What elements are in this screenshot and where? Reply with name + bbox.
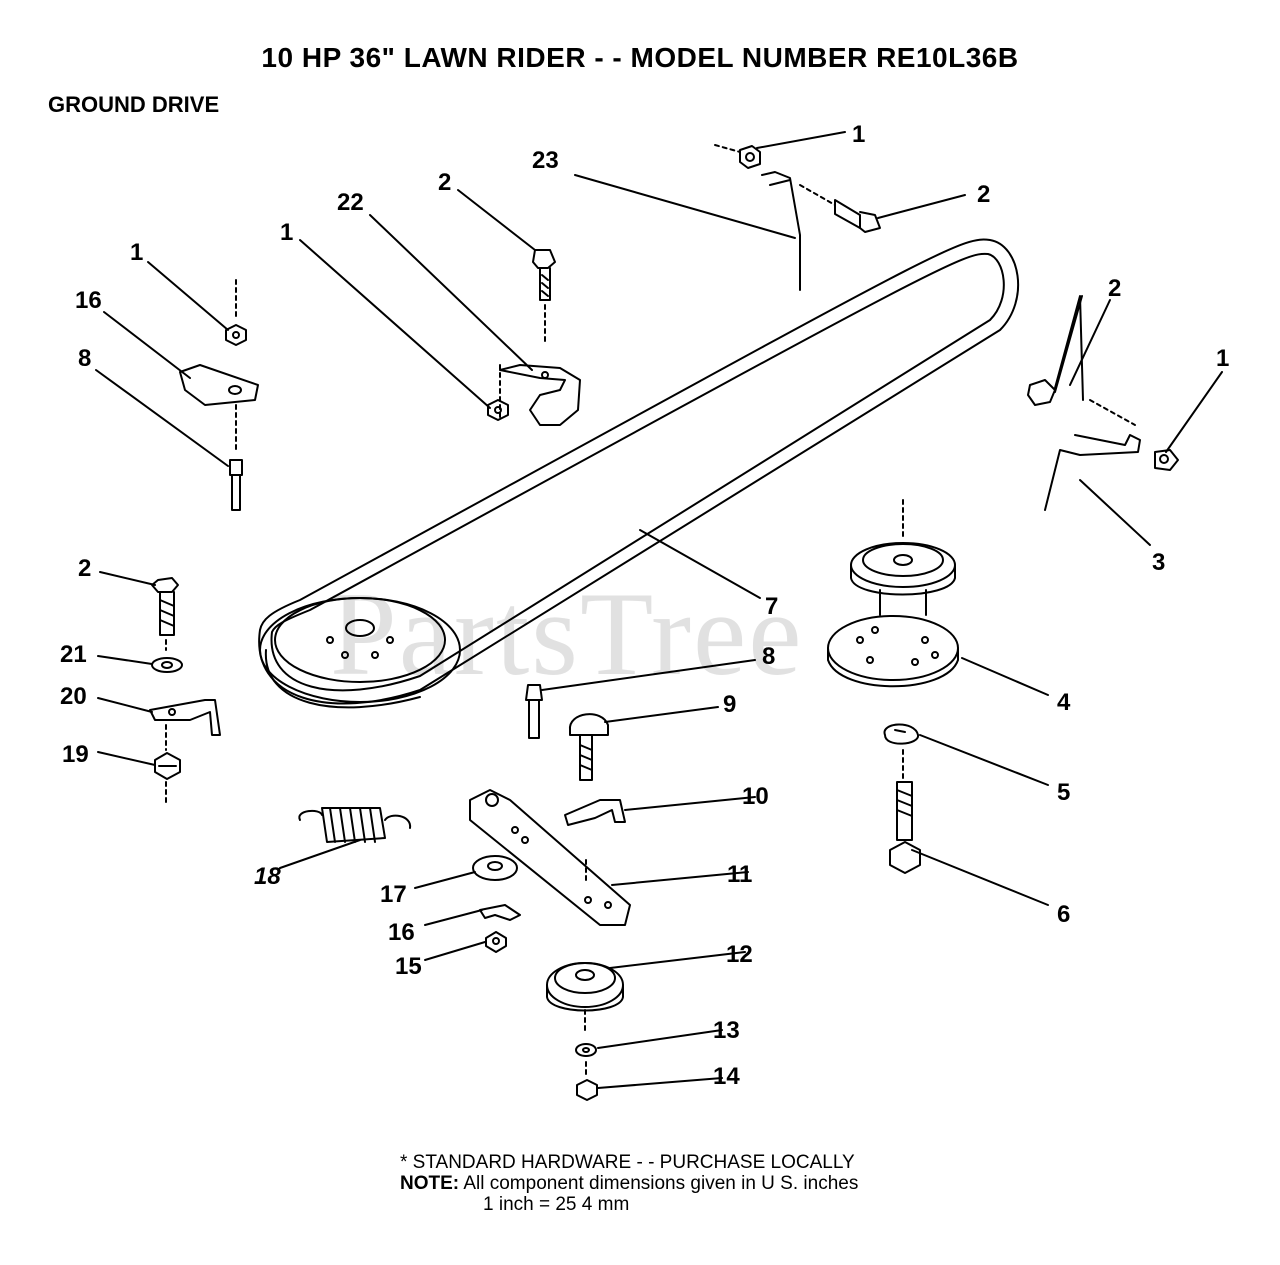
callout-5: 5 [1057, 779, 1070, 806]
idler-pulley [546, 962, 624, 1101]
callout-14: 14 [713, 1063, 740, 1090]
leader-lines [95, 131, 1223, 1089]
note-text: All component dimensions given in U S. i… [463, 1173, 859, 1194]
callout-21: 21 [60, 641, 87, 668]
callout-11: 11 [727, 861, 752, 888]
engine-pulley [827, 499, 959, 874]
dimension-note: NOTE: All component dimensions given in … [400, 1173, 858, 1194]
diagram-title: 10 HP 36" LAWN RIDER - - MODEL NUMBER RE… [261, 42, 1019, 73]
footer-notes: * STANDARD HARDWARE - - PURCHASE LOCALLY… [400, 1152, 858, 1215]
callout-2: 2 [1108, 275, 1121, 302]
belt-guide-top-right [714, 144, 881, 291]
callout-8: 8 [762, 643, 775, 670]
callout-18: 18 [254, 863, 281, 890]
belt-guide-right [1027, 295, 1179, 511]
callout-22: 22 [337, 189, 364, 216]
callout-7: 7 [765, 593, 778, 620]
callout-1: 1 [1216, 345, 1229, 372]
callout-16: 16 [75, 287, 102, 314]
callout-13: 13 [713, 1017, 740, 1044]
callout-17: 17 [380, 881, 407, 908]
belt-guide-left [179, 279, 259, 511]
callout-1: 1 [280, 219, 293, 246]
transaxle-pulley [259, 597, 461, 703]
callout-labels: 1 23 2 2 22 1 1 16 8 2 1 3 7 2 21 20 19 … [60, 121, 1229, 1090]
note-label: NOTE: [400, 1173, 460, 1194]
callout-2: 2 [438, 169, 451, 196]
callout-23: 23 [532, 147, 559, 174]
callout-8: 8 [78, 345, 91, 372]
belt-guide-bracket [487, 249, 581, 426]
callout-15: 15 [395, 953, 422, 980]
callout-2: 2 [78, 555, 91, 582]
callout-19: 19 [62, 741, 89, 768]
idler-bracket-stack [149, 577, 221, 806]
callout-16: 16 [388, 919, 415, 946]
callout-3: 3 [1152, 549, 1165, 576]
callout-20: 20 [60, 683, 87, 710]
callout-2: 2 [977, 181, 990, 208]
callout-4: 4 [1057, 689, 1071, 716]
callout-9: 9 [723, 691, 736, 718]
conversion-note: 1 inch = 25 4 mm [483, 1194, 630, 1215]
carriage-bolt [568, 713, 609, 781]
tension-spring [298, 807, 412, 843]
drive-belt [258, 238, 1020, 709]
standard-hardware-note: * STANDARD HARDWARE - - PURCHASE LOCALLY [400, 1152, 855, 1173]
pivot-pin [525, 684, 543, 739]
washer-clip-nut [472, 855, 521, 953]
callout-10: 10 [742, 783, 769, 810]
callout-12: 12 [726, 941, 753, 968]
section-heading: GROUND DRIVE [48, 92, 220, 117]
idler-arm [469, 789, 631, 926]
callout-1: 1 [130, 239, 143, 266]
callout-1: 1 [852, 121, 865, 148]
callout-6: 6 [1057, 901, 1070, 928]
